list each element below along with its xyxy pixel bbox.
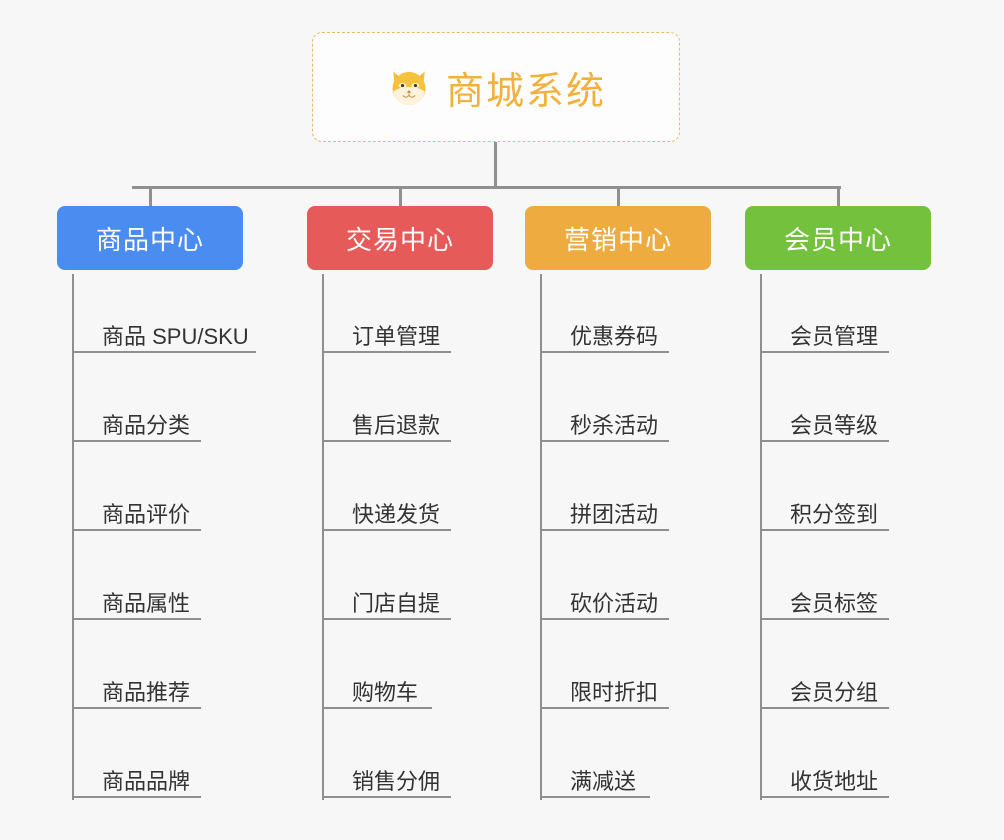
connector-drop-1	[149, 186, 152, 206]
category-header-label: 会员中心	[783, 224, 892, 255]
leaf-underline	[322, 529, 451, 531]
leaf-item-label: 商品推荐	[102, 679, 191, 705]
leaf-item-label: 会员标签	[790, 590, 879, 616]
leaf-item-label: 拼团活动	[570, 501, 659, 527]
leaf-item-label: 会员等级	[790, 412, 879, 438]
category-header-1[interactable]: 商品中心	[57, 206, 243, 270]
leaf-underline	[760, 618, 889, 620]
column-spine-4	[760, 274, 762, 800]
leaf-underline	[322, 707, 432, 709]
leaf-item-label: 限时折扣	[570, 679, 659, 705]
column-spine-3	[540, 274, 542, 800]
connector-trunk	[494, 142, 497, 189]
leaf-underline	[760, 707, 889, 709]
leaf-item-label: 购物车	[352, 679, 419, 705]
leaf-item-label: 商品属性	[102, 590, 191, 616]
leaf-item-label: 优惠券码	[570, 323, 659, 349]
leaf-item-label: 商品 SPU/SKU	[102, 323, 249, 349]
leaf-item-label: 门店自提	[352, 590, 441, 616]
root-title: 商城系统	[445, 70, 606, 113]
leaf-underline	[72, 440, 201, 442]
root-node-shop-system[interactable]: 商城系统	[312, 32, 680, 142]
leaf-underline	[760, 796, 889, 798]
leaf-item-label: 积分签到	[790, 501, 879, 527]
leaf-underline	[760, 351, 889, 353]
column-spine-1	[72, 274, 74, 800]
leaf-item-label: 砍价活动	[570, 590, 659, 616]
leaf-underline	[322, 351, 451, 353]
leaf-item-label: 会员分组	[790, 679, 879, 705]
column-spine-2	[322, 274, 324, 800]
leaf-item-label: 商品品牌	[102, 768, 191, 794]
category-header-label: 营销中心	[563, 224, 672, 255]
shiba-inu-dog-face-icon	[386, 64, 432, 110]
leaf-item-label: 销售分佣	[352, 768, 441, 794]
leaf-underline	[72, 796, 201, 798]
leaf-item-label: 商品分类	[102, 412, 191, 438]
leaf-underline	[540, 440, 669, 442]
connector-drop-2	[399, 186, 402, 206]
leaf-underline	[322, 618, 451, 620]
leaf-item-label: 收货地址	[790, 768, 879, 794]
leaf-underline	[72, 351, 256, 353]
leaf-underline	[72, 618, 201, 620]
leaf-item-label: 订单管理	[352, 323, 441, 349]
leaf-underline	[760, 529, 889, 531]
leaf-underline	[540, 707, 669, 709]
connector-bus	[132, 186, 841, 189]
leaf-item-label: 商品评价	[102, 501, 191, 527]
leaf-underline	[322, 796, 451, 798]
leaf-underline	[760, 440, 889, 442]
leaf-underline	[540, 351, 669, 353]
category-header-label: 交易中心	[345, 224, 454, 255]
leaf-underline	[72, 529, 201, 531]
leaf-underline	[322, 440, 451, 442]
category-header-2[interactable]: 交易中心	[307, 206, 493, 270]
connector-drop-4	[837, 186, 840, 206]
leaf-underline	[540, 529, 669, 531]
leaf-item-label: 售后退款	[352, 412, 441, 438]
leaf-underline	[540, 618, 669, 620]
leaf-underline	[72, 707, 201, 709]
leaf-item-label: 秒杀活动	[570, 412, 659, 438]
category-header-3[interactable]: 营销中心	[525, 206, 711, 270]
category-header-4[interactable]: 会员中心	[745, 206, 931, 270]
leaf-item-label: 快递发货	[352, 501, 441, 527]
leaf-underline	[540, 796, 650, 798]
leaf-item-label: 会员管理	[790, 323, 879, 349]
leaf-item-label: 满减送	[570, 768, 637, 794]
category-header-label: 商品中心	[95, 224, 204, 255]
connector-drop-3	[617, 186, 620, 206]
